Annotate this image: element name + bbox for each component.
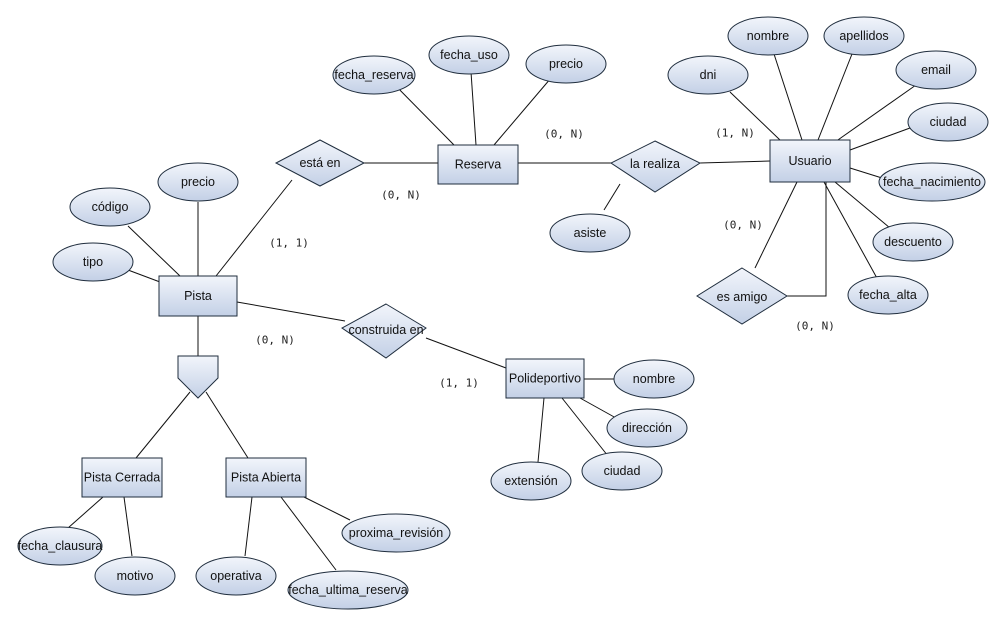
attribute-fecha-nacimiento: fecha_nacimiento: [878, 162, 986, 202]
attribute-poli-nombre: nombre: [613, 359, 695, 399]
attribute-label: extensión: [504, 474, 558, 488]
relationship-es-amigo: es amigo: [696, 267, 788, 325]
attribute-reserva-precio: precio: [525, 44, 607, 84]
attribute-fecha-alta: fecha_alta: [847, 275, 929, 315]
relationship-la-realiza: la realiza: [610, 140, 702, 193]
connector-lines: [67, 53, 917, 571]
entity-pista-abierta: Pista Abierta: [225, 457, 307, 498]
attribute-label: nombre: [633, 372, 675, 386]
attribute-label: precio: [181, 175, 215, 189]
attribute-usuario-ciudad: ciudad: [907, 102, 989, 142]
attribute-label: dni: [700, 68, 717, 82]
entity-label: Pista: [184, 289, 212, 303]
attribute-label: fecha_reserva: [334, 68, 413, 82]
attribute-fecha-reserva: fecha_reserva: [332, 55, 416, 95]
attribute-dni: dni: [667, 55, 749, 95]
attribute-label: motivo: [117, 569, 154, 583]
cardinality-label: (0, N): [723, 219, 763, 232]
relationship-label: la realiza: [630, 157, 680, 171]
entity-label: Reserva: [455, 158, 502, 172]
cardinality-label: (0, N): [381, 189, 421, 202]
attribute-label: fecha_uso: [440, 48, 498, 62]
attribute-label: apellidos: [839, 29, 888, 43]
attribute-label: fecha_clausura: [18, 539, 103, 553]
attribute-label: ciudad: [604, 464, 641, 478]
attribute-descuento: descuento: [872, 222, 954, 262]
attribute-usuario-nombre: nombre: [727, 16, 809, 56]
entity-label: Usuario: [788, 154, 831, 168]
cardinality-label: (0, N): [795, 320, 835, 333]
attribute-label: proxima_revisión: [349, 526, 444, 540]
attribute-label: precio: [549, 57, 583, 71]
attribute-fecha-uso: fecha_uso: [428, 35, 510, 75]
entity-reserva: Reserva: [437, 144, 519, 185]
attribute-motivo: motivo: [94, 556, 176, 596]
relationship-construida-en: construida en: [341, 303, 427, 359]
attribute-proxima-revision: proxima_revisión: [341, 513, 451, 553]
cardinality-label: (1, 1): [269, 237, 309, 250]
attribute-email: email: [895, 50, 977, 90]
entity-label: Pista Cerrada: [84, 471, 160, 485]
cardinality-label: (0, N): [544, 128, 584, 141]
relationship-label: es amigo: [717, 290, 768, 304]
relationship-label: está en: [299, 156, 340, 170]
cardinality-labels: (0, N) (1, 1) (0, N) (1, N) (0, N) (1, 1…: [255, 127, 835, 390]
entity-usuario: Usuario: [769, 139, 851, 183]
entity-label: Pista Abierta: [231, 471, 301, 485]
attribute-label: operativa: [210, 569, 261, 583]
attribute-label: ciudad: [930, 115, 967, 129]
attribute-fecha-ultima-reserva: fecha_ultima_reserva: [287, 570, 409, 610]
attribute-poli-ciudad: ciudad: [581, 451, 663, 491]
attribute-apellidos: apellidos: [823, 16, 905, 56]
entity-pista-cerrada: Pista Cerrada: [81, 457, 163, 498]
entity-polideportivo: Polideportivo: [505, 358, 585, 399]
attribute-fecha-clausura: fecha_clausura: [17, 526, 103, 566]
relationship-esta-en: está en: [274, 139, 366, 187]
cardinality-label: (1, N): [715, 127, 755, 140]
cardinality-label: (1, 1): [439, 377, 479, 390]
attribute-label: código: [92, 200, 129, 214]
relationship-label: construida en: [348, 323, 423, 337]
attribute-tipo: tipo: [52, 242, 134, 282]
attribute-label: dirección: [622, 421, 672, 435]
attribute-label: asiste: [574, 226, 607, 240]
attribute-label: fecha_ultima_reserva: [288, 583, 408, 597]
attribute-label: fecha_alta: [859, 288, 917, 302]
attribute-asiste: asiste: [549, 213, 631, 253]
attribute-direccion: dirección: [606, 408, 688, 448]
cardinality-label: (0, N): [255, 334, 295, 347]
attribute-label: nombre: [747, 29, 789, 43]
specialization-symbol: [177, 355, 219, 399]
attribute-operativa: operativa: [195, 556, 277, 596]
attribute-label: descuento: [884, 235, 942, 249]
entity-label: Polideportivo: [509, 372, 581, 386]
attribute-label: fecha_nacimiento: [883, 175, 981, 189]
attribute-pista-precio: precio: [157, 162, 239, 202]
attribute-label: email: [921, 63, 951, 77]
entity-pista: Pista: [158, 275, 238, 317]
attribute-label: tipo: [83, 255, 103, 269]
attribute-codigo: código: [69, 187, 151, 227]
attribute-extension: extensión: [490, 461, 572, 501]
